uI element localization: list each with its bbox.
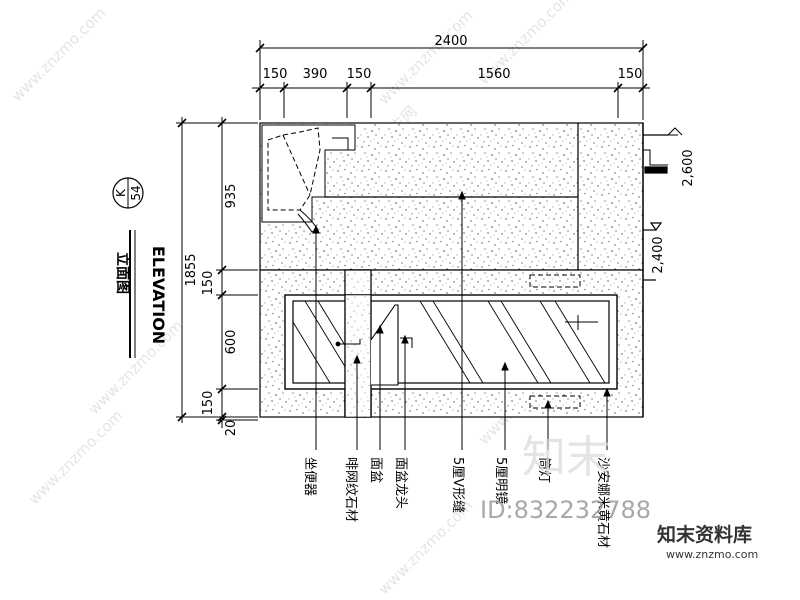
toilet-outline <box>267 127 321 211</box>
watermark-id: ID:832232788 <box>480 496 651 524</box>
dim-segment: 1560 <box>477 67 510 82</box>
callout-basin-faucet: 面盆龙头 <box>393 457 408 509</box>
watermark-text: www.znzmo.com <box>375 7 477 109</box>
dim-segment: 390 <box>303 67 328 82</box>
watermark-foreground: 知末 ID:832232788 知末资料库 www.znzmo.com <box>480 432 793 564</box>
callout-leaders <box>312 190 611 450</box>
left-dimensions <box>176 117 258 428</box>
watermark-text: www.znzmo.com <box>25 407 127 509</box>
title-chinese: 立面图 <box>114 252 131 294</box>
level-mark: 2,400 <box>651 236 666 273</box>
watermark-brand: 知末资料库 <box>657 523 752 546</box>
faucet <box>336 339 361 345</box>
downlight-upper <box>529 274 581 288</box>
symbol-top: K <box>114 188 128 197</box>
dim-segment: 935 <box>224 184 239 209</box>
dim-total-width: 2400 <box>434 34 467 49</box>
top-dimensions <box>252 40 650 120</box>
mirror-glass <box>292 300 610 384</box>
watermark-logo: 知末 <box>522 432 610 483</box>
drawing-title: K 54 ELEVATION 立面图 <box>112 177 168 358</box>
dim-segment: 150 <box>201 271 216 296</box>
title-english: ELEVATION <box>149 246 168 344</box>
elevation-body <box>259 122 683 418</box>
watermark-text: www.znzmo.com <box>8 4 110 106</box>
callout-basin: 面盆 <box>368 457 383 483</box>
dim-segment: 600 <box>224 330 239 355</box>
callout-brown-marble: 啡网纹石材 <box>343 457 358 522</box>
dim-segment: 20 <box>224 420 239 437</box>
watermark-url: www.znzmo.com <box>666 548 758 561</box>
callout-toilet: 坐便器 <box>302 457 317 496</box>
dim-segment: 150 <box>618 67 643 82</box>
level-mark: 2,600 <box>681 149 696 186</box>
dim-segment: 150 <box>263 67 288 82</box>
callout-downlight: 筒灯 <box>536 457 552 483</box>
dim-total-height: 1855 <box>184 253 199 286</box>
watermark-text: www.znzmo.com <box>85 317 187 419</box>
callout-beige-marble: 沙安娜米黄石材 <box>595 457 610 548</box>
callout-labels: 坐便器 啡网纹石材 面盆 面盆龙头 5厘V形缝 5厘明镜 筒灯 沙安娜米黄石材 <box>302 457 610 548</box>
callout-mirror: 5厘明镜 <box>493 457 508 504</box>
basin <box>370 304 399 386</box>
symbol-bottom: 54 <box>129 185 143 200</box>
callout-v-groove: 5厘V形缝 <box>450 457 465 513</box>
toilet-flush <box>332 137 349 150</box>
downlight-lower <box>529 395 581 409</box>
dim-segment: 150 <box>201 391 216 416</box>
dim-segment: 150 <box>347 67 372 82</box>
